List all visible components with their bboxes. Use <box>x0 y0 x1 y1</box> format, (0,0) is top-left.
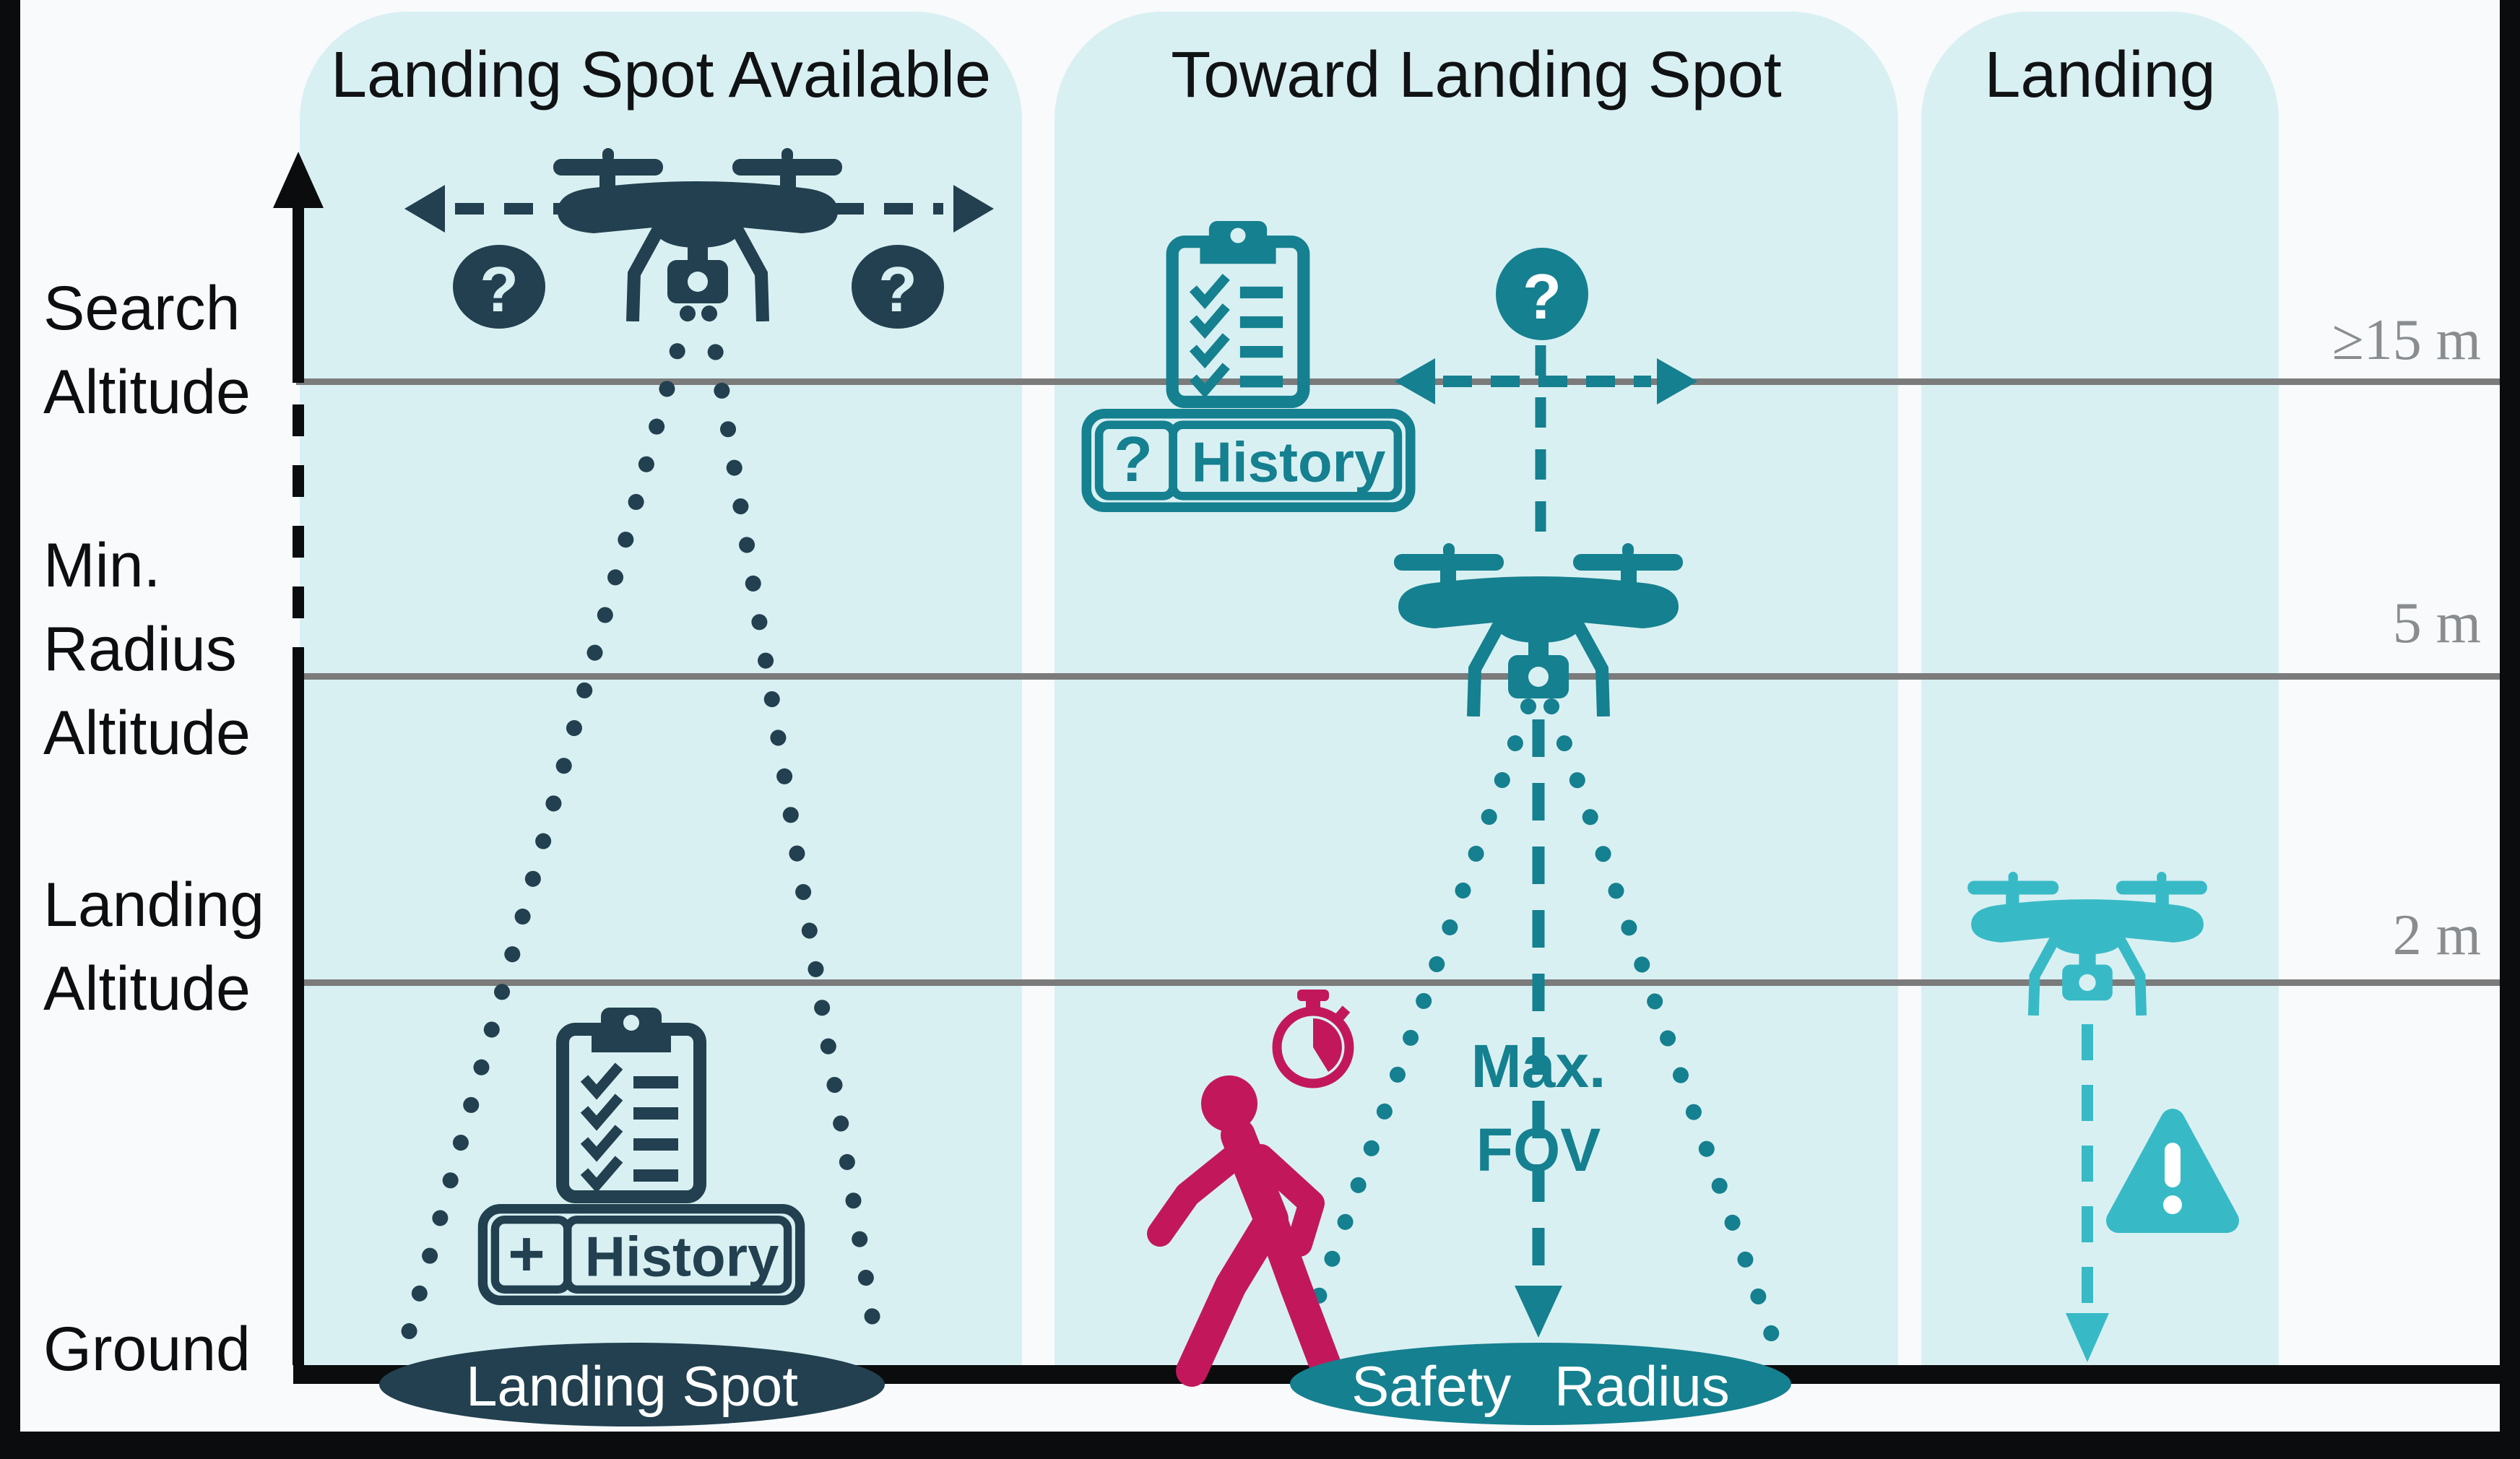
axis-label-line: Search <box>43 274 241 343</box>
camera-fov-dotted-lines <box>1292 698 1785 1357</box>
stopwatch-icon <box>1272 990 1354 1088</box>
axis-label-landing-altitude: Landing Altitude <box>43 863 264 1031</box>
drone-icon <box>553 148 842 321</box>
phase1-graphics <box>379 148 994 1426</box>
axis-label-min-radius-altitude: Min. Radius Altitude <box>43 524 251 775</box>
axis-label-line: Altitude <box>43 954 251 1023</box>
max-fov-label-line1: Max. <box>1471 1032 1606 1100</box>
camera-fov-dotted-lines <box>399 306 884 1348</box>
walking-person-icon <box>1147 1075 1343 1387</box>
frame-left-edge <box>0 0 20 1459</box>
gridline-min-radius-altitude <box>296 673 2500 680</box>
history-label: History <box>584 1224 779 1289</box>
phase2-graphics <box>1086 221 1791 1425</box>
touchdown-arrow-icon <box>2066 1024 2109 1362</box>
safety-radius-label: Safety Radius <box>1351 1354 1730 1418</box>
axis-label-line: Altitude <box>43 358 251 427</box>
horizontal-adjust-arrow-icon <box>1395 358 1697 404</box>
exclamation-mark <box>2165 1143 2181 1187</box>
axis-label-line: Radius <box>43 615 237 684</box>
phase2-title: Toward Landing Spot <box>1171 39 1782 111</box>
question-mark-icon: ? <box>480 254 519 325</box>
marker-min-radius-altitude: 5 m <box>2392 592 2481 655</box>
question-mark-icon: ? <box>1523 261 1562 332</box>
question-mark-icon: ? <box>1114 423 1153 495</box>
frame-bottom-edge <box>0 1432 2520 1459</box>
frame-right-edge <box>2500 0 2520 1459</box>
question-badge <box>1496 248 1588 340</box>
gridline-landing-altitude <box>296 979 2500 986</box>
checklist-clipboard-icon <box>1172 221 1304 402</box>
axis-label-line: Min. <box>43 531 161 600</box>
axis-label-search-altitude: Search Altitude <box>43 267 251 434</box>
question-badge-left <box>453 245 545 329</box>
question-mark-icon: ? <box>878 254 917 325</box>
altitude-axis-arrow-icon <box>273 152 324 1365</box>
axis-label-ground: Ground <box>43 1315 251 1384</box>
phase-column-landing <box>1921 12 2279 1365</box>
drone-icon <box>1394 543 1683 716</box>
horizontal-search-arrow-icon <box>404 185 994 233</box>
checklist-clipboard-icon <box>563 1008 700 1197</box>
history-label: History <box>1191 430 1386 494</box>
phase3-graphics <box>1967 872 2239 1362</box>
landing-spot-ellipse <box>379 1343 885 1426</box>
phase1-title: Landing Spot Available <box>330 39 992 111</box>
max-fov-label-line2: FOV <box>1476 1116 1601 1184</box>
landing-spot-label: Landing Spot <box>466 1354 798 1418</box>
marker-search-altitude: ≥15 m <box>2331 308 2481 372</box>
phase3-title: Landing <box>1984 39 2216 111</box>
warning-triangle-icon <box>2106 1109 2239 1233</box>
axis-label-line: Altitude <box>43 698 251 768</box>
plus-icon: + <box>508 1218 545 1289</box>
marker-landing-altitude: 2 m <box>2392 904 2481 967</box>
safety-radius-ellipse <box>1290 1343 1791 1425</box>
axis-label-line: Landing <box>43 870 265 940</box>
question-badge-right <box>852 245 944 329</box>
descend-arrow-icon <box>1515 719 1562 1338</box>
